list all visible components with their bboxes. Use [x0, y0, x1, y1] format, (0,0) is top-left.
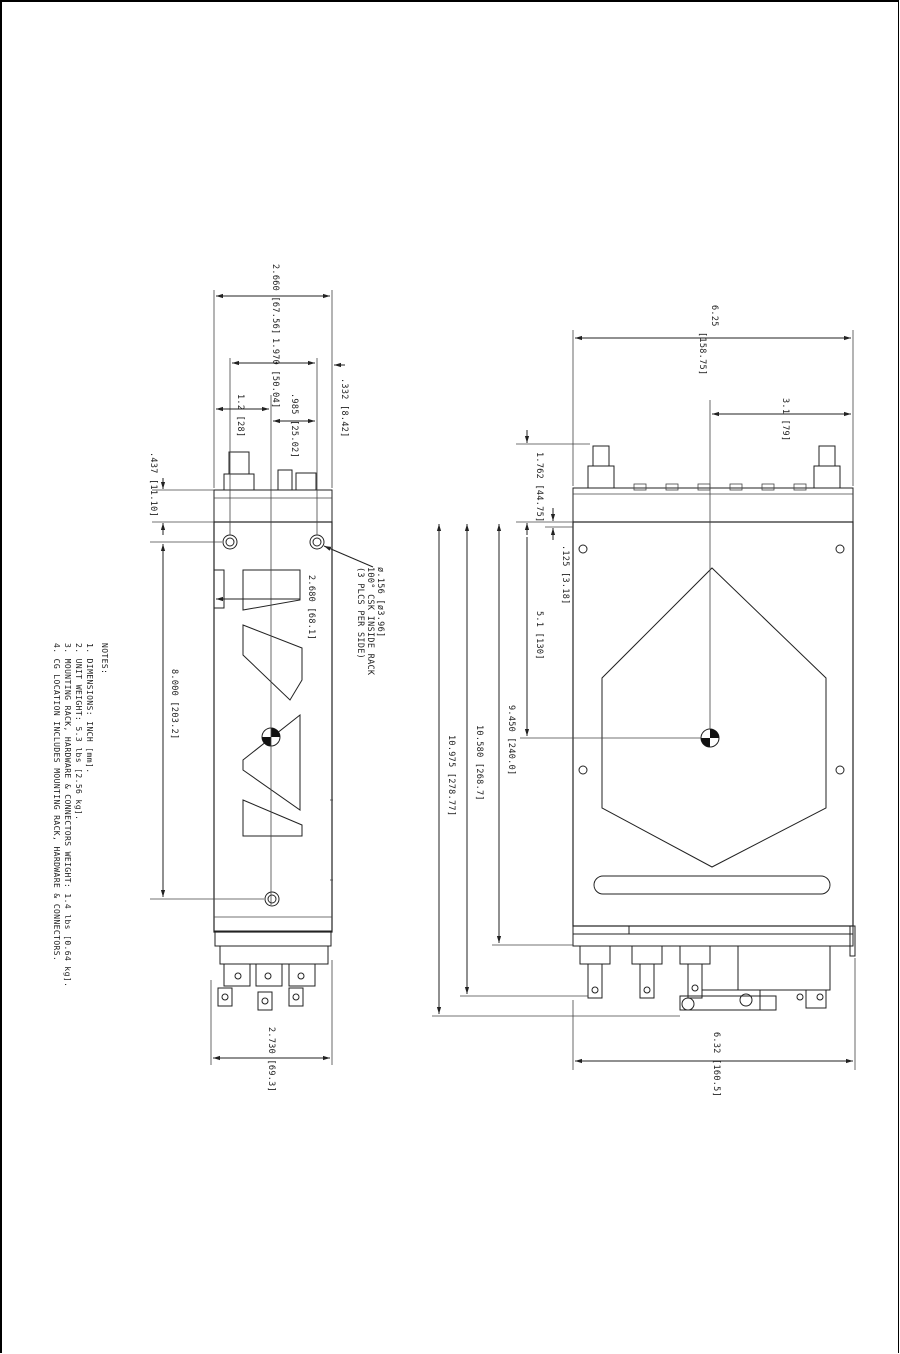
- dim-cg-offset: 3.1 [79]: [780, 398, 790, 441]
- dim-len-9450: 9.450 [240.0]: [506, 705, 516, 775]
- note-item: 3. MOUNTING RACK, HARDWARE & CONNECTORS …: [63, 643, 72, 987]
- side-view-dimensions: [150, 290, 374, 1065]
- dim-top-base-width: 6.32 [160.5]: [711, 1032, 721, 1097]
- side-view: [213, 395, 333, 1011]
- dimension-labels: 2.660 [67.56] 1.970 [50.04] .332 [8.42] …: [148, 264, 790, 1097]
- note-item: 1. DIMENSIONS: INCH [mm].: [85, 643, 94, 773]
- dim-cg-height: 5.1 [130]: [534, 611, 544, 660]
- hole-callout-line2: 100° CSK INSIDE RACK: [365, 567, 375, 676]
- dim-offset-125: .125 [3.18]: [560, 545, 570, 605]
- hole-callout-line1: ø.156 [ø3.96]: [375, 567, 385, 637]
- dim-offset-985: .985 [25.02]: [289, 393, 299, 458]
- dim-length-8000: 8.000 [203.2]: [169, 669, 179, 739]
- notes-block: NOTES: 1. DIMENSIONS: INCH [mm]. 2. UNIT…: [52, 643, 109, 987]
- dim-len-10975: 10.975 [278.77]: [446, 735, 456, 816]
- dim-hole-spacing: 1.970 [50.04]: [270, 338, 280, 408]
- dim-offset-332: .332 [8.42]: [339, 378, 349, 438]
- dim-len-10580: 10.580 [268.7]: [474, 725, 484, 801]
- dim-top-overall-width-mm: [158.75]: [697, 332, 707, 375]
- dim-offset-1-2: 1.2 [28]: [235, 394, 245, 437]
- top-view-body: [572, 521, 854, 927]
- hole-callout-line3: (3 PLCS PER SIDE): [355, 567, 365, 659]
- dim-height-437: .437 [11.10]: [148, 452, 158, 517]
- dim-top-overall-width: 6.25: [709, 305, 719, 327]
- top-view: [572, 400, 856, 1011]
- dim-base-width: 2.730 [69.3]: [266, 1027, 276, 1092]
- note-item: 4. CG LOCATION INCLUDES MOUNTING RACK, H…: [52, 643, 61, 961]
- notes-heading: NOTES:: [100, 643, 109, 674]
- top-view-dimensions: [432, 330, 856, 1070]
- dim-overall-width: 2.660 [67.56]: [270, 264, 280, 334]
- note-item: 2. UNIT WEIGHT: 5.3 lbs [2.56 kg].: [74, 643, 83, 820]
- dim-hole-to-hole: 2.680 [68.1]: [306, 575, 316, 640]
- dim-height-1762: 1.762 [44.75]: [534, 452, 544, 522]
